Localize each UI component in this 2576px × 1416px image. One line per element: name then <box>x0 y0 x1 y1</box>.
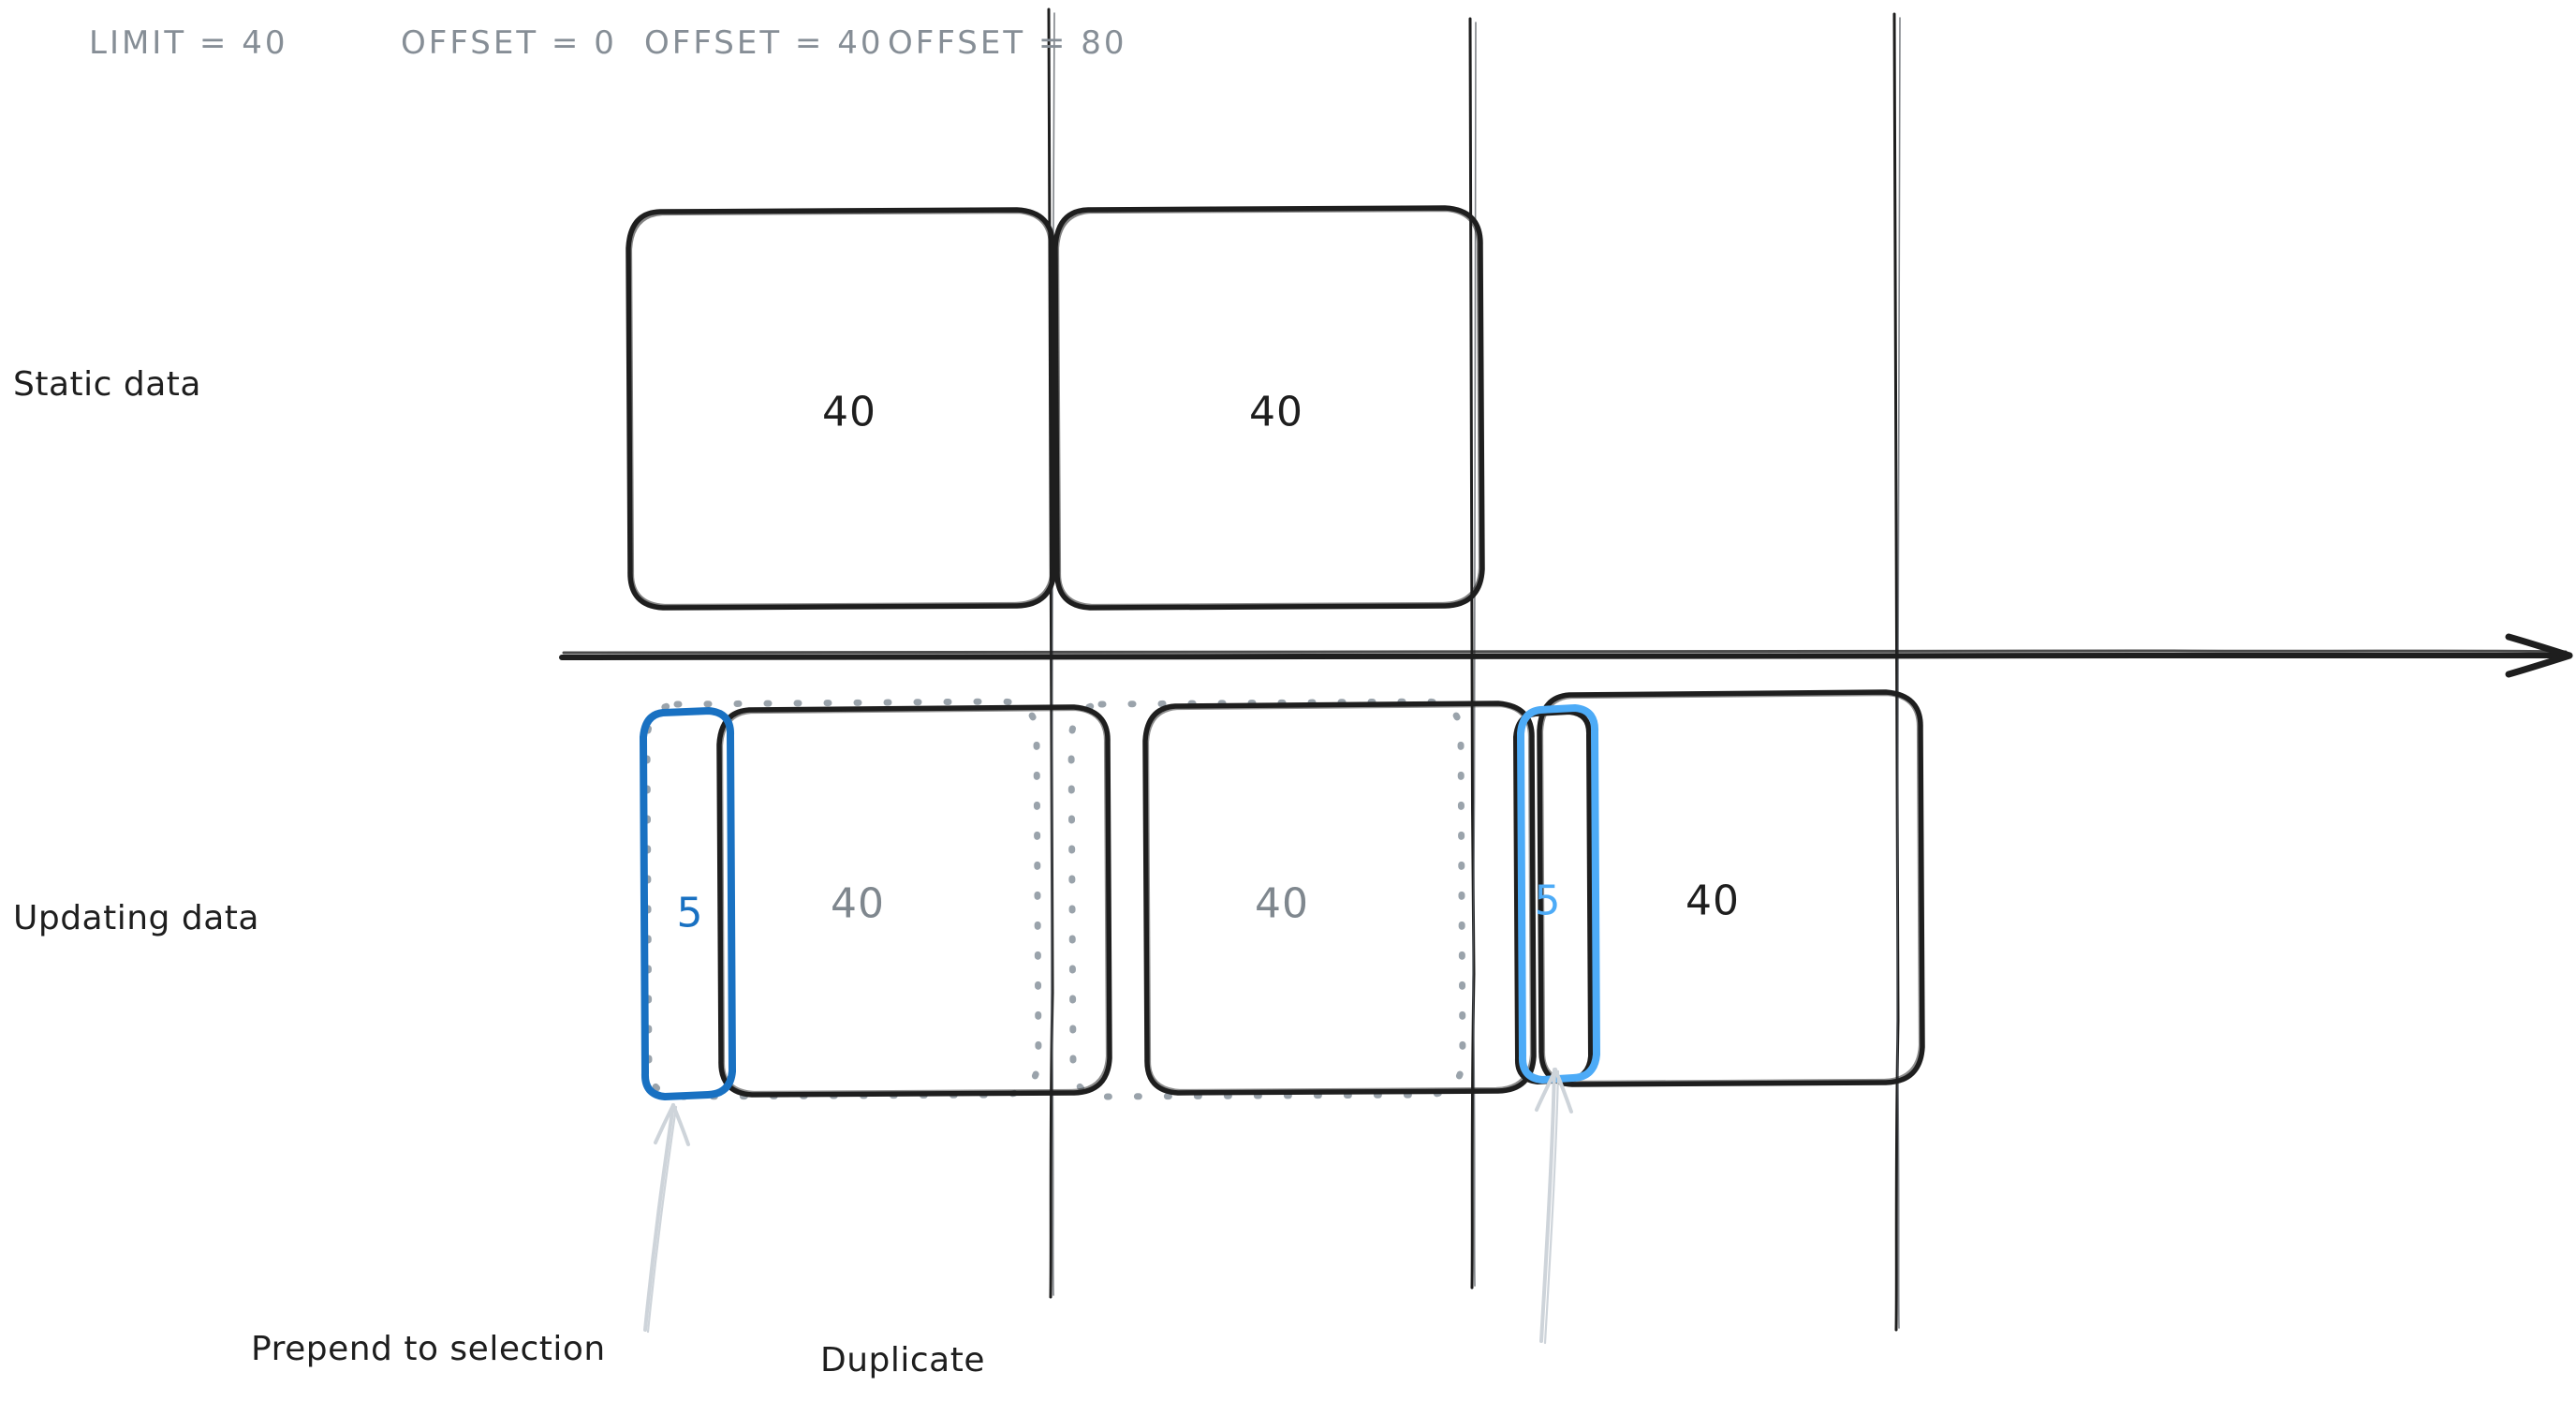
annotation-duplicate: Duplicate <box>820 1341 986 1379</box>
updating-prepend-chunk <box>640 707 736 1100</box>
timeline-axis <box>559 633 2573 678</box>
static-box-1-value: 40 <box>822 388 876 436</box>
updating-page-3-value: 40 <box>1685 877 1740 925</box>
updating-prepend-chunk-value: 5 <box>676 889 704 937</box>
static-box-2-value: 40 <box>1249 388 1303 436</box>
updating-page-2-value: 40 <box>1255 879 1309 928</box>
updating-page-2 <box>1142 701 1537 1096</box>
static-box-1 <box>626 207 1057 611</box>
updating-page-3 <box>1537 689 1925 1087</box>
column-header-offset-0: OFFSET = 0 <box>401 24 617 62</box>
duplicate-arrow <box>1535 1068 1573 1345</box>
divider-3 <box>1892 12 1901 1332</box>
updating-duplicate <box>1513 704 1600 1084</box>
static-box-2 <box>1052 205 1485 611</box>
ghost-outline-page-2 <box>1067 698 1466 1100</box>
divider-2 <box>1468 17 1477 1290</box>
column-header-offset-40: OFFSET = 40 <box>644 24 884 62</box>
updating-page-1-value: 40 <box>831 879 885 928</box>
annotation-prepend-to-selection: Prepend to selection <box>251 1330 606 1368</box>
column-header-offset-80: OFFSET = 80 <box>888 24 1127 62</box>
column-header-limit: LIMIT = 40 <box>89 24 288 62</box>
updating-page-1 <box>716 704 1112 1098</box>
prepend-arrow <box>643 1103 690 1334</box>
row-label-static-data: Static data <box>13 365 201 404</box>
row-label-updating-data: Updating data <box>13 899 259 937</box>
updating-duplicate-value: 5 <box>1534 877 1562 925</box>
